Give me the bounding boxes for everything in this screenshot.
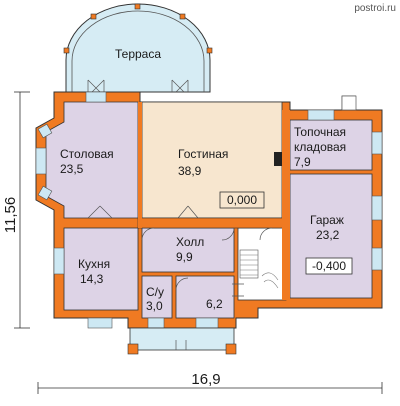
level-garage: -0,400 [305, 257, 353, 275]
label-garage-area: 23,2 [316, 228, 340, 242]
label-living-area: 38,9 [178, 164, 202, 178]
terrace: Терраса [63, 3, 213, 93]
dimension-width-label: 16,9 [191, 371, 220, 388]
dimension-height-label: 11,56 [2, 197, 19, 233]
label-hall-name: Холл [176, 235, 204, 249]
label-dining-area: 23,5 [60, 162, 84, 176]
room-kitchen [63, 227, 139, 311]
level-living: 0,000 [219, 191, 265, 209]
room-garage [289, 173, 373, 299]
windows [35, 91, 383, 329]
label-wc-area: 3,0 [146, 299, 163, 313]
label-boiler-name-2: кладовая [294, 140, 346, 154]
terrace-label: Терраса [115, 47, 161, 61]
dimension-width [37, 382, 383, 394]
entrance-porch [127, 327, 237, 355]
svg-text:-0,400: -0,400 [312, 259, 346, 273]
label-kitchen-area: 14,3 [80, 272, 104, 286]
label-boiler-area: 7,9 [294, 155, 311, 169]
label-dining-name: Столовая [60, 147, 114, 161]
label-living-name: Гостиная [178, 147, 228, 161]
site-watermark: postroi.ru [354, 3, 396, 14]
room-wc [141, 275, 173, 319]
room-small [175, 275, 235, 319]
fireplace [274, 152, 282, 166]
label-small-area: 6,2 [206, 297, 223, 311]
room-hall [141, 227, 235, 273]
label-kitchen-name: Кухня [78, 257, 110, 271]
svg-text:0,000: 0,000 [227, 193, 257, 207]
label-hall-area: 9,9 [176, 250, 193, 264]
doors [87, 95, 357, 297]
label-boiler-name-1: Топочная [294, 125, 346, 139]
label-wc-name: С/у [146, 285, 164, 299]
label-garage-name: Гараж [310, 213, 344, 227]
dimension-height [14, 91, 30, 329]
